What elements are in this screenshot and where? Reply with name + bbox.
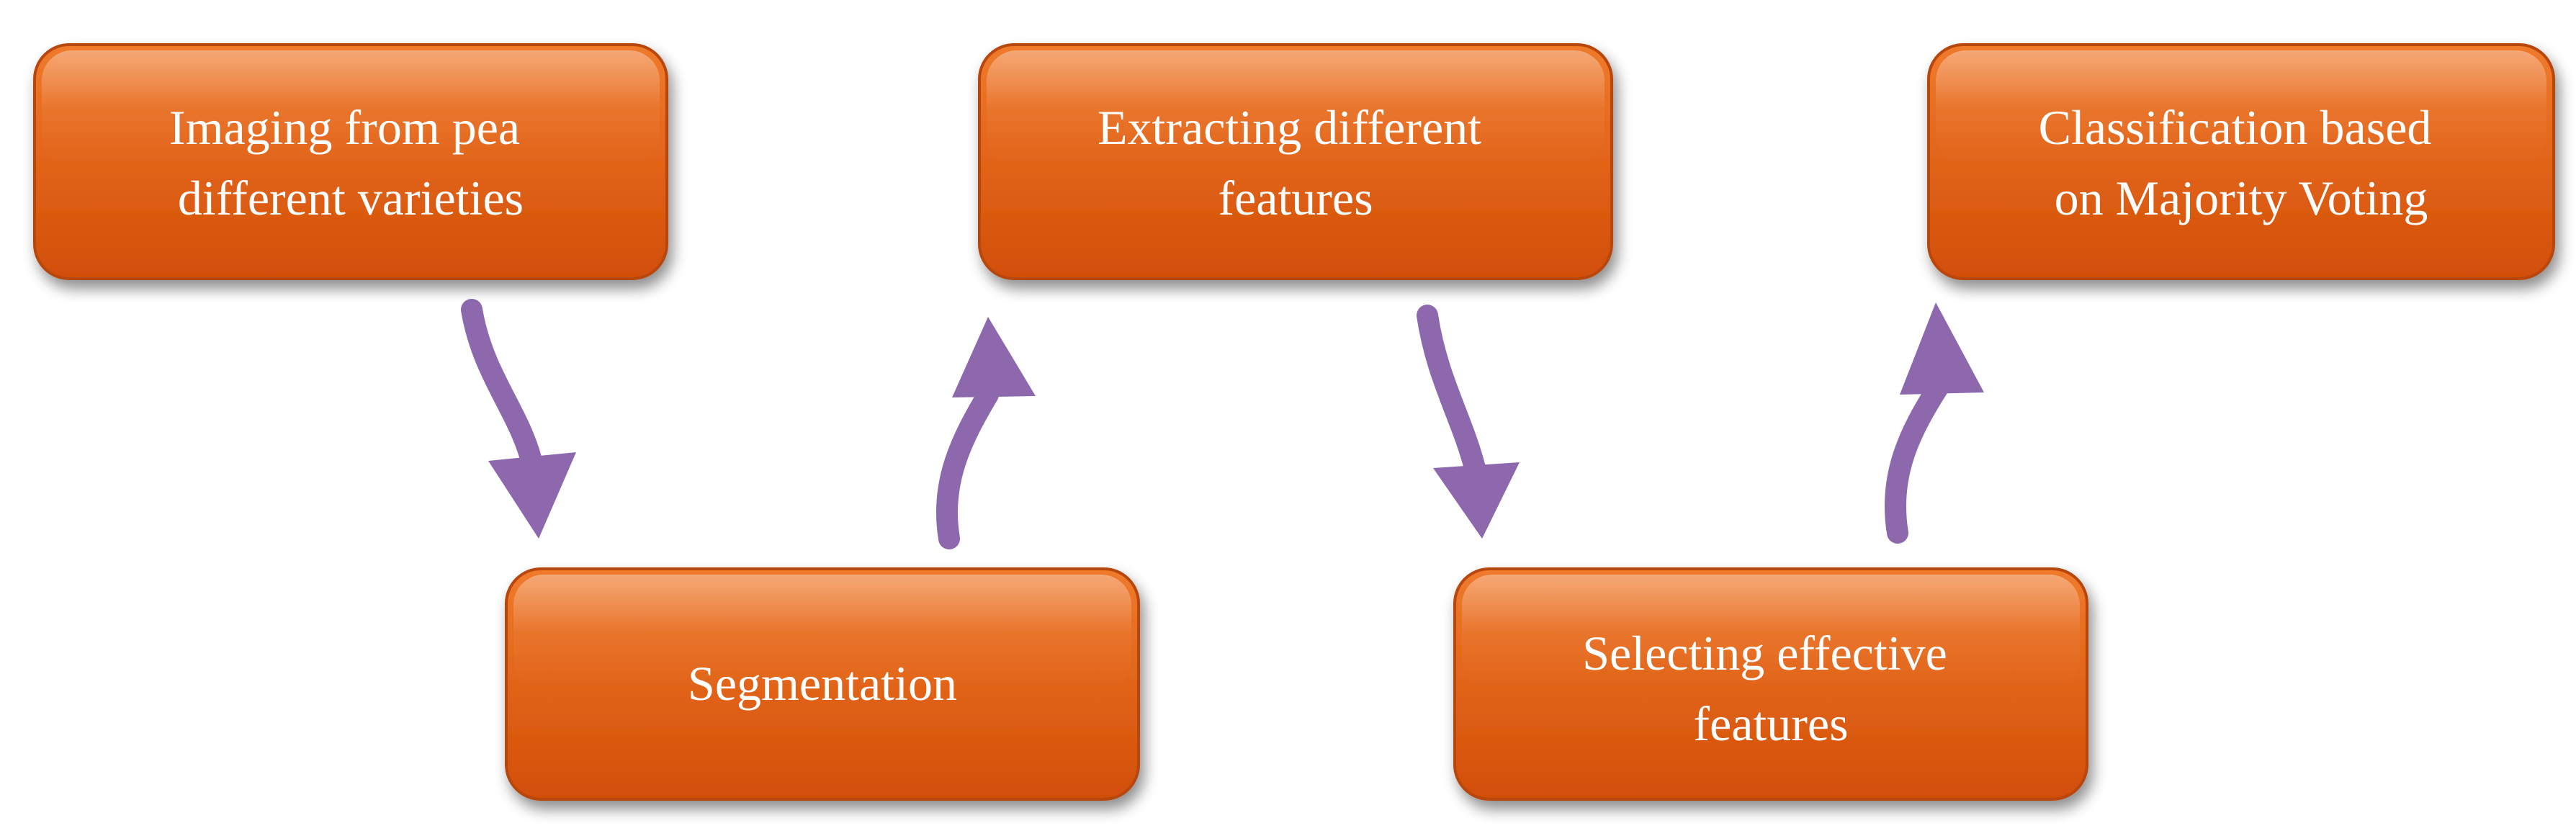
step-label-line: Imaging from pea — [169, 100, 520, 155]
step-selecting: Selecting effective features — [1453, 567, 2088, 801]
step-extracting: Extracting different features — [978, 43, 1613, 280]
step-label: Segmentation — [688, 656, 957, 711]
step-box-shine — [1462, 575, 2080, 690]
step-label-line: different varieties — [178, 171, 524, 225]
arrow-shaft — [936, 384, 999, 549]
arrow-selecting-to-classification — [1885, 302, 1984, 544]
step-label: Imaging from pea different varieties — [169, 100, 532, 225]
arrow-shaft — [461, 299, 542, 472]
step-classification: Classification based on Majority Voting — [1927, 43, 2555, 280]
step-label-line: on Majority Voting — [2055, 171, 2428, 225]
step-label-line: Segmentation — [688, 656, 957, 711]
step-label: Selecting effective features — [1582, 626, 1960, 751]
arrow-shaft — [1885, 378, 1948, 544]
step-label-line: Extracting different — [1098, 100, 1481, 155]
arrow-extracting-to-selecting — [1417, 305, 1520, 539]
arrow-head — [488, 452, 576, 539]
arrow-head — [1900, 302, 1984, 395]
step-label-line: Selecting effective — [1582, 626, 1947, 680]
step-label-line: Classification based — [2039, 100, 2432, 155]
step-label-line: features — [1693, 696, 1848, 751]
arrows — [461, 299, 1984, 549]
arrow-shaft — [1417, 305, 1486, 479]
step-segmentation: Segmentation — [505, 567, 1140, 801]
step-box-shine — [42, 50, 660, 166]
step-box-shine — [513, 575, 1131, 690]
step-imaging: Imaging from pea different varieties — [33, 43, 668, 280]
step-box-shine — [987, 50, 1605, 166]
step-box-shine — [1936, 50, 2546, 166]
step-label-line: features — [1218, 171, 1373, 225]
arrow-segmentation-to-extracting — [936, 317, 1036, 549]
arrow-head — [952, 317, 1036, 397]
step-label: Classification based on Majority Voting — [2039, 100, 2444, 225]
arrow-head — [1433, 462, 1520, 539]
arrow-imaging-to-segmentation — [461, 299, 576, 539]
step-label: Extracting different features — [1098, 100, 1494, 225]
